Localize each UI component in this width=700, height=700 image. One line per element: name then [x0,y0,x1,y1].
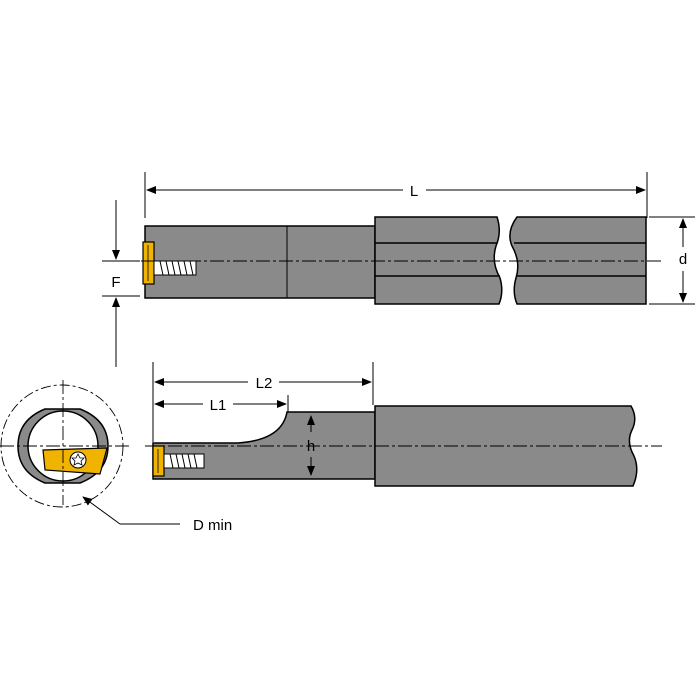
side-insert [152,445,165,477]
end-view [0,380,130,508]
top-shank-left [374,216,503,305]
dimension-h: h [307,415,315,476]
label-L: L [410,183,418,200]
dimension-L: L [144,172,648,218]
end-torx-screw [69,451,87,469]
label-L2: L2 [256,375,273,392]
label-d: d [679,251,687,268]
side-view [145,405,662,487]
dimension-Dmin: D min [82,496,232,534]
top-shank-right [509,216,647,305]
label-F: F [111,274,120,291]
label-Dmin: D min [193,517,232,534]
top-view [118,216,662,305]
label-h: h [307,438,315,455]
side-shank [374,405,638,487]
label-L1: L1 [210,397,227,414]
dimension-L2: L2 [152,362,374,442]
dimension-d: d [649,216,695,305]
top-screw [153,260,197,276]
side-screw [163,453,205,469]
top-insert [142,241,155,285]
dimension-L1: L1 [154,395,289,414]
dimension-F: F [102,200,140,367]
side-neck-body [152,411,376,480]
